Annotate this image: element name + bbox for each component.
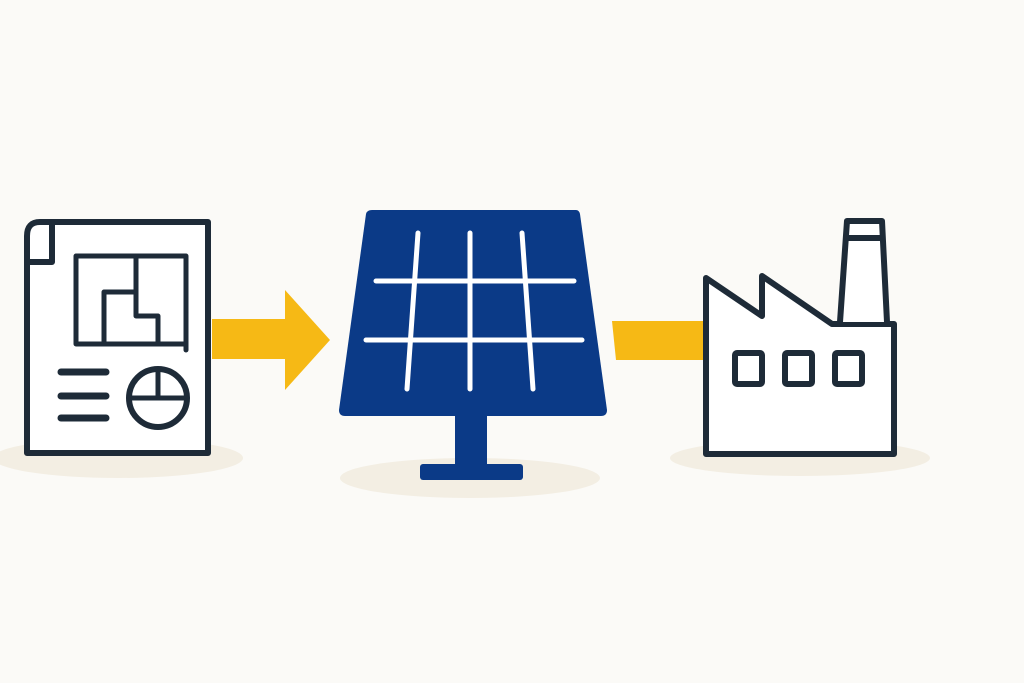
arrow-right-icon [212, 290, 330, 390]
panel-base [420, 464, 523, 480]
factory-icon [703, 218, 897, 457]
panel-post [455, 410, 487, 470]
arrow-connector [612, 321, 705, 360]
solar-panel-icon [339, 210, 607, 480]
blueprint-document-icon [24, 219, 211, 456]
